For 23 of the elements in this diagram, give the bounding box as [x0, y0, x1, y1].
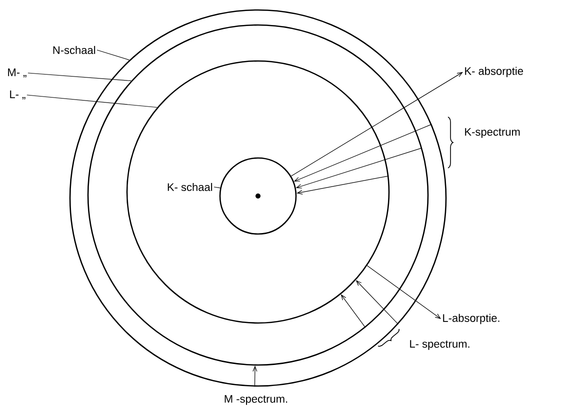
leader-line — [28, 72, 132, 82]
transition-label: L-absorptie. — [443, 314, 500, 324]
arrow — [356, 280, 398, 325]
shell-label: M- „ — [8, 68, 26, 78]
arrow — [296, 148, 422, 188]
spectrum-label: L- spectrum. — [410, 340, 470, 350]
arrow — [252, 366, 258, 387]
arrow — [294, 124, 432, 182]
spectrum-label: M -spectrum. — [224, 395, 288, 405]
shell-label: L- „ — [10, 90, 26, 100]
transition-label: K- absorptie — [465, 66, 523, 78]
shell-label: K- schaal — [168, 182, 212, 192]
shell-circle — [219, 157, 297, 235]
arrow — [366, 265, 441, 319]
leader-line — [26, 94, 158, 108]
leader-line — [214, 186, 220, 188]
shell-circle — [126, 60, 390, 324]
arrow — [296, 176, 389, 194]
spectrum-label: K-spectrum — [465, 128, 520, 138]
arrow — [290, 72, 463, 176]
arrow — [340, 294, 366, 328]
shell-label: N-schaal — [53, 46, 96, 54]
leader-line — [96, 50, 130, 60]
